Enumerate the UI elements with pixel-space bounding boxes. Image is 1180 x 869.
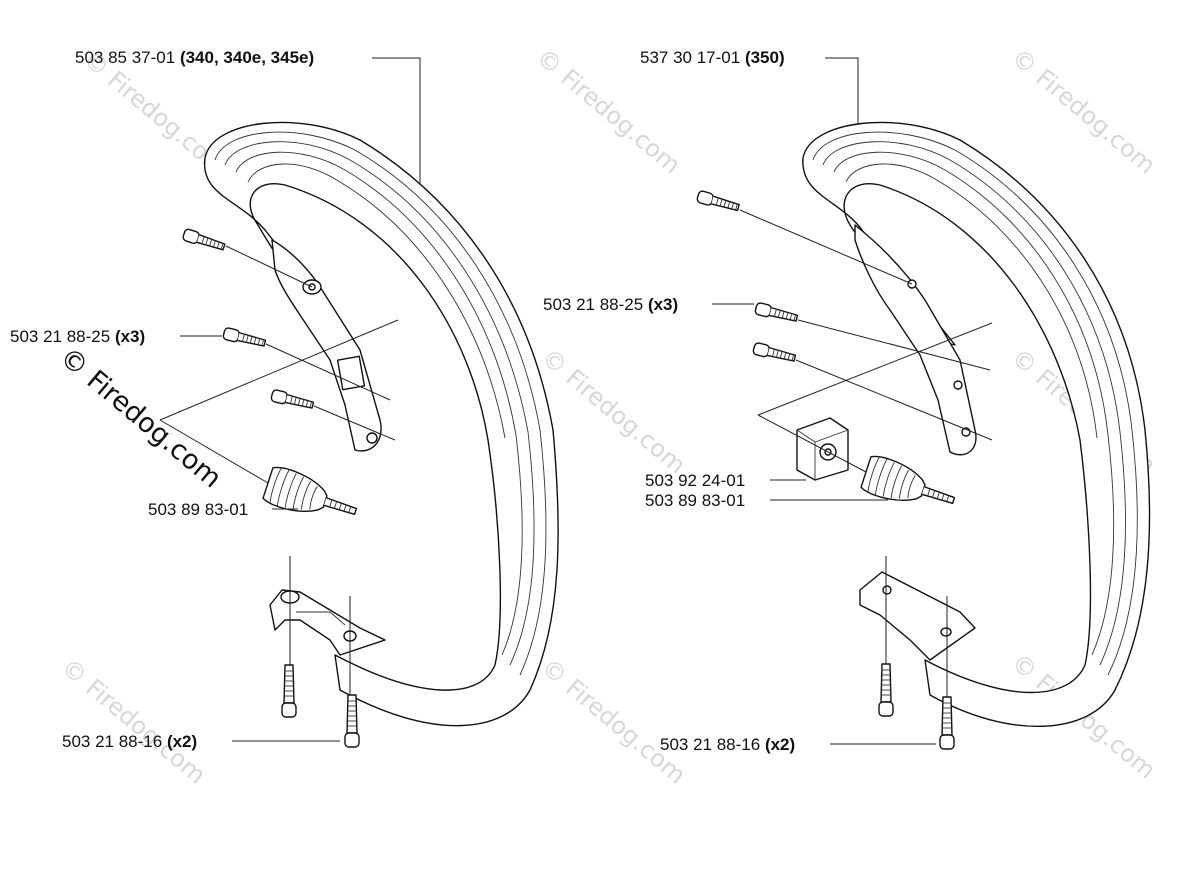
left-screw-1 xyxy=(181,227,227,254)
right-screw-2 xyxy=(753,301,799,325)
left-screws-upper-qty: (x3) xyxy=(115,327,145,346)
right-handle-label: 537 30 17-01 (350) xyxy=(640,48,785,67)
left-lower-screw-1 xyxy=(281,664,297,718)
left-front-handle xyxy=(204,121,559,727)
left-assembly: 503 85 37-01 (340, 340e, 345e) 503 21 88… xyxy=(10,48,559,751)
right-assembly: 537 30 17-01 (350) 503 21 88-25 (x3) 503… xyxy=(543,48,1151,754)
right-lower-screw-2 xyxy=(939,696,955,750)
watermark-text: © Firedog.com xyxy=(1006,43,1161,179)
right-screws-lower-qty: (x2) xyxy=(765,735,795,754)
right-handle-qty: (350) xyxy=(745,48,785,67)
right-lower-screw-1 xyxy=(878,663,894,717)
right-leader-lines xyxy=(712,57,993,745)
left-lower-screw-2 xyxy=(344,694,360,748)
left-screws-upper-part: 503 21 88-25 xyxy=(10,327,110,346)
left-handle-qty: (340, 340e, 345e) xyxy=(180,48,314,67)
right-damper-label: 503 89 83-01 xyxy=(645,491,745,510)
left-handle-label: 503 85 37-01 (340, 340e, 345e) xyxy=(75,48,314,67)
right-front-handle xyxy=(802,121,1151,728)
left-screws-lower-part: 503 21 88-16 xyxy=(62,732,162,751)
left-leader-lines xyxy=(159,57,421,742)
right-screws-upper-qty: (x3) xyxy=(648,295,678,314)
left-screws-lower-label: 503 21 88-16 (x2) xyxy=(62,732,197,751)
right-screws-lower-part: 503 21 88-16 xyxy=(660,735,760,754)
right-handle-part: 537 30 17-01 xyxy=(640,48,740,67)
left-screws-lower-qty: (x2) xyxy=(167,732,197,751)
right-screw-1 xyxy=(695,189,741,215)
right-screws-upper-part: 503 21 88-25 xyxy=(543,295,643,314)
right-screw-3 xyxy=(751,341,797,365)
watermark-text: © Firedog.com xyxy=(56,653,211,789)
left-damper-label: 503 89 83-01 xyxy=(148,500,248,519)
left-screws-upper-label: 503 21 88-25 (x3) xyxy=(10,327,145,346)
watermark-main-text: © Firedog.com xyxy=(54,342,228,495)
left-damper xyxy=(261,463,363,531)
watermark-text: © Firedog.com xyxy=(536,343,691,479)
right-bracket-label: 503 92 24-01 xyxy=(645,471,745,490)
left-screw-3 xyxy=(269,388,315,412)
watermark-text: © Firedog.com xyxy=(536,653,691,789)
right-damper xyxy=(859,452,961,520)
left-handle-part: 503 85 37-01 xyxy=(75,48,175,67)
right-screws-lower-label: 503 21 88-16 (x2) xyxy=(660,735,795,754)
right-screws-upper-label: 503 21 88-25 (x3) xyxy=(543,295,678,314)
left-screw-2 xyxy=(221,326,267,350)
